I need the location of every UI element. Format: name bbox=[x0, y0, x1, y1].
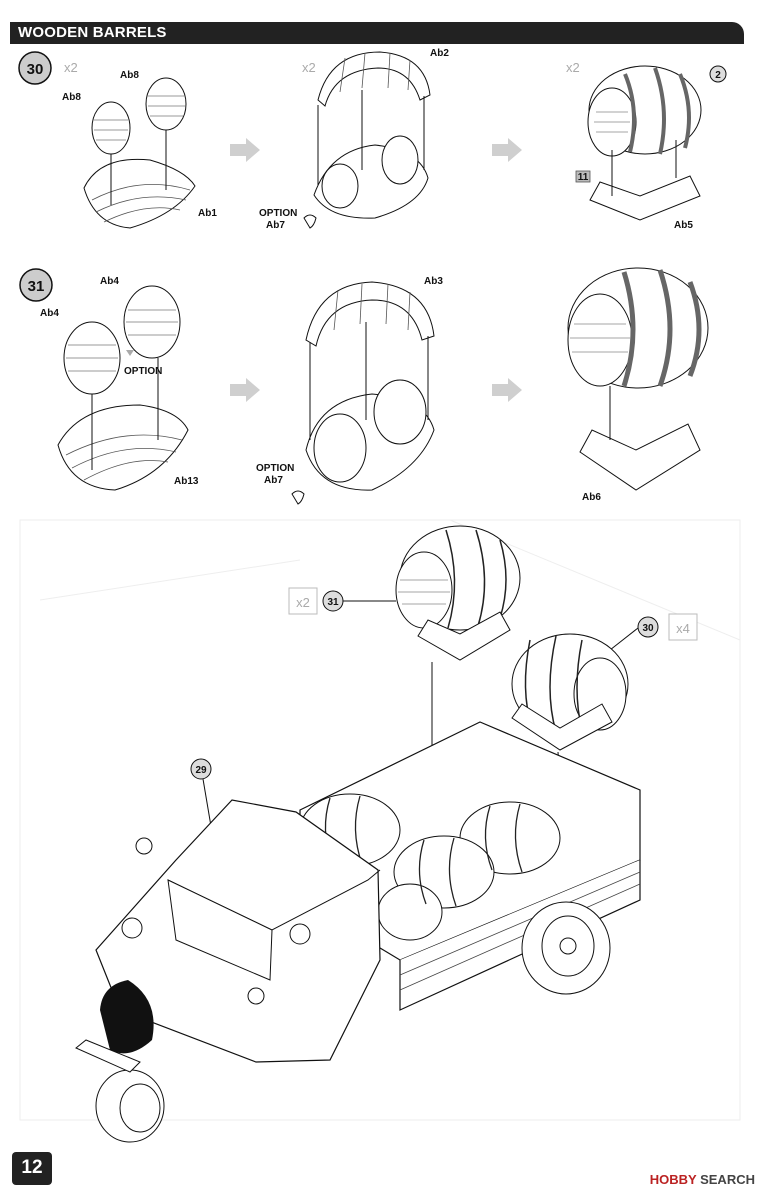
step-30-multiplier-a: x2 bbox=[64, 60, 78, 75]
final-assembly: x2 31 30 x4 29 bbox=[19, 519, 741, 1143]
step-30-number: 30 bbox=[27, 61, 44, 78]
label-ab13: Ab13 bbox=[174, 476, 199, 487]
final-mult-31: x2 bbox=[296, 595, 310, 610]
final-mult-30: x4 bbox=[676, 621, 690, 636]
label-ab7-30: Ab7 bbox=[266, 220, 285, 231]
step-30-multiplier-c: x2 bbox=[566, 60, 580, 75]
final-ref-31: 31 bbox=[327, 597, 339, 608]
label-ab6: Ab6 bbox=[582, 492, 601, 503]
watermark-logo: HOBBY bbox=[649, 1172, 697, 1187]
label-11: 11 bbox=[578, 172, 589, 183]
watermark-text: SEARCH bbox=[700, 1172, 755, 1187]
label-ab2: Ab2 bbox=[430, 48, 449, 59]
label-option-31b: OPTION bbox=[256, 463, 294, 474]
label-ab8-a: Ab8 bbox=[120, 70, 139, 81]
step-31: 31 Ab4 Ab4 OPTION Ab13 Ab3 OPTION Ab7 bbox=[19, 267, 709, 505]
section-header: WOODEN BARRELS bbox=[10, 22, 744, 44]
label-ab5: Ab5 bbox=[674, 220, 693, 231]
step-31-number: 31 bbox=[28, 278, 45, 295]
label-2: 2 bbox=[715, 70, 721, 81]
final-ref-30: 30 bbox=[642, 623, 654, 634]
watermark: HOBBY SEARCH bbox=[650, 1172, 755, 1187]
section-title: WOODEN BARRELS bbox=[18, 24, 167, 41]
step-30: 30 x2 x2 x2 Ab8 Ab8 Ab1 Ab2 OPTION bbox=[18, 48, 727, 231]
label-ab4-b: Ab4 bbox=[40, 308, 59, 319]
label-option-30: OPTION bbox=[259, 208, 297, 219]
page-number-box: 12 bbox=[12, 1152, 52, 1185]
label-ab3: Ab3 bbox=[424, 276, 443, 287]
label-option-31: OPTION bbox=[124, 366, 162, 377]
label-ab8-b: Ab8 bbox=[62, 92, 81, 103]
label-ab7-31: Ab7 bbox=[264, 475, 283, 486]
page-number: 12 bbox=[21, 1157, 43, 1178]
step-30-multiplier-b: x2 bbox=[302, 60, 316, 75]
final-ref-29: 29 bbox=[195, 765, 207, 776]
step-30-badge bbox=[18, 51, 52, 85]
label-ab1: Ab1 bbox=[198, 208, 217, 219]
label-ab4-a: Ab4 bbox=[100, 276, 119, 287]
step-31-badge bbox=[19, 268, 53, 302]
